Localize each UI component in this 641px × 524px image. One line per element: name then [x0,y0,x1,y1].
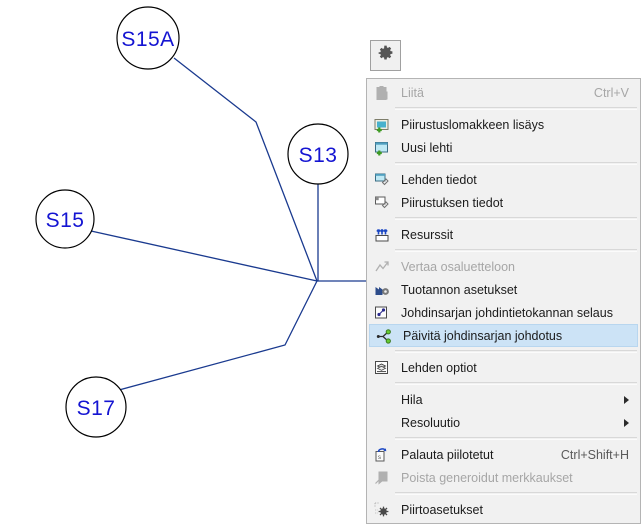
update-harness-wiring-icon [370,324,398,347]
menu-separator [370,107,637,110]
menu-item-resoluutio[interactable]: Resoluutio [368,411,639,434]
wire-database-browse-icon [368,301,396,324]
menu-item-label: Tuotannon asetukset [401,282,518,297]
delete-generated-marks-icon [368,466,396,489]
paste-icon [368,81,396,104]
menu-item-label: Poista generoidut merkkaukset [401,470,573,485]
drawing-canvas[interactable]: S15A S13 S15 S17 [0,0,641,483]
menu-item-label: Vertaa osaluetteloon [401,259,515,274]
node-s15a[interactable]: S15A [116,6,180,70]
menu-item-piirtoasetukset[interactable]: Piirtoasetukset [368,498,639,521]
new-sheet-icon [368,136,396,159]
node-s13[interactable]: S13 [287,123,349,185]
wire-segments [90,57,366,391]
restore-hidden-icon: s [368,443,396,466]
menu-item-piirustuslomakkeen-lisays[interactable]: Piirustuslomakkeen lisäys [368,113,639,136]
node-s17[interactable]: S17 [65,376,127,438]
menu-item-label: Johdinsarjan johdintietokannan selaus [401,305,613,320]
menu-item-lehden-tiedot[interactable]: Lehden tiedot [368,168,639,191]
node-circle[interactable] [287,123,349,185]
submenu-arrow-icon [624,395,629,404]
wire-segment-s17[interactable] [118,280,318,391]
menu-item-piirustuksen-tiedot[interactable]: Piirustuksen tiedot [368,191,639,214]
wire-segment-s15[interactable] [90,230,318,282]
menu-item-liita: Liitä Ctrl+V [368,81,639,104]
menu-item-lehden-optiot[interactable]: Lehden optiot [368,356,639,379]
node-circle[interactable] [116,6,180,70]
menu-item-paivita-johdinsarjan-johdotus[interactable]: Päivitä johdinsarjan johdotus [369,324,638,347]
menu-item-uusi-lehti[interactable]: Uusi lehti [368,136,639,159]
harness-nodes: S15A S13 S15 S17 [35,6,349,438]
menu-item-label: Uusi lehti [401,140,453,155]
compare-parts-list-icon [368,255,396,278]
menu-item-label: Hila [401,392,423,407]
menu-item-tuotannon-asetukset[interactable]: Tuotannon asetukset [368,278,639,301]
menu-item-shortcut: Ctrl+V [593,85,629,100]
menu-item-icon-none [368,411,396,434]
node-label: S15 [46,209,85,232]
menu-item-label: Palauta piilotetut [401,447,494,462]
menu-item-label: Resurssit [401,227,454,242]
resources-icon [368,223,396,246]
menu-item-label: Piirustuslomakkeen lisäys [401,117,545,132]
menu-item-label: Resoluutio [401,415,461,430]
sheet-options-icon [368,356,396,379]
node-s15[interactable]: S15 [35,189,95,249]
node-circle[interactable] [35,189,95,249]
menu-separator [370,492,637,495]
menu-item-label: Piirtoasetukset [401,502,483,517]
production-settings-icon [368,278,396,301]
menu-item-label: Piirustuksen tiedot [401,195,504,210]
menu-item-palauta-piilotetut[interactable]: s Palauta piilotetut Ctrl+Shift+H [368,443,639,466]
menu-item-label: Lehden tiedot [401,172,477,187]
add-drawing-form-icon [368,113,396,136]
menu-item-poista-generoidut-merkkaukset: Poista generoidut merkkaukset [368,466,639,489]
node-label: S17 [77,397,116,420]
drawing-properties-icon [368,191,396,214]
menu-item-resurssit[interactable]: Resurssit [368,223,639,246]
submenu-arrow-icon [624,418,629,427]
menu-separator [370,382,637,385]
menu-item-label: Lehden optiot [401,360,477,375]
menu-separator [370,217,637,220]
menu-item-hila[interactable]: Hila [368,388,639,411]
node-label: S15A [121,28,174,51]
menu-separator [370,162,637,165]
gear-icon [377,45,394,67]
menu-separator [370,249,637,252]
svg-text:s: s [378,455,381,461]
menu-separator [370,350,637,353]
drawing-settings-icon [368,498,396,521]
menu-item-icon-none [368,388,396,411]
node-label: S13 [299,144,338,167]
menu-item-vertaa-osaluetteloon: Vertaa osaluetteloon [368,255,639,278]
menu-item-johdinsarjan-johdintietokannan-selaus[interactable]: Johdinsarjan johdintietokannan selaus [368,301,639,324]
menu-item-label: Liitä [401,85,424,100]
sheet-properties-icon [368,168,396,191]
wire-segment-s15a[interactable] [173,57,318,282]
settings-button[interactable] [370,40,401,71]
node-circle[interactable] [65,376,127,438]
menu-item-label: Päivitä johdinsarjan johdotus [403,328,563,343]
menu-item-shortcut: Ctrl+Shift+H [560,447,629,462]
menu-separator [370,437,637,440]
